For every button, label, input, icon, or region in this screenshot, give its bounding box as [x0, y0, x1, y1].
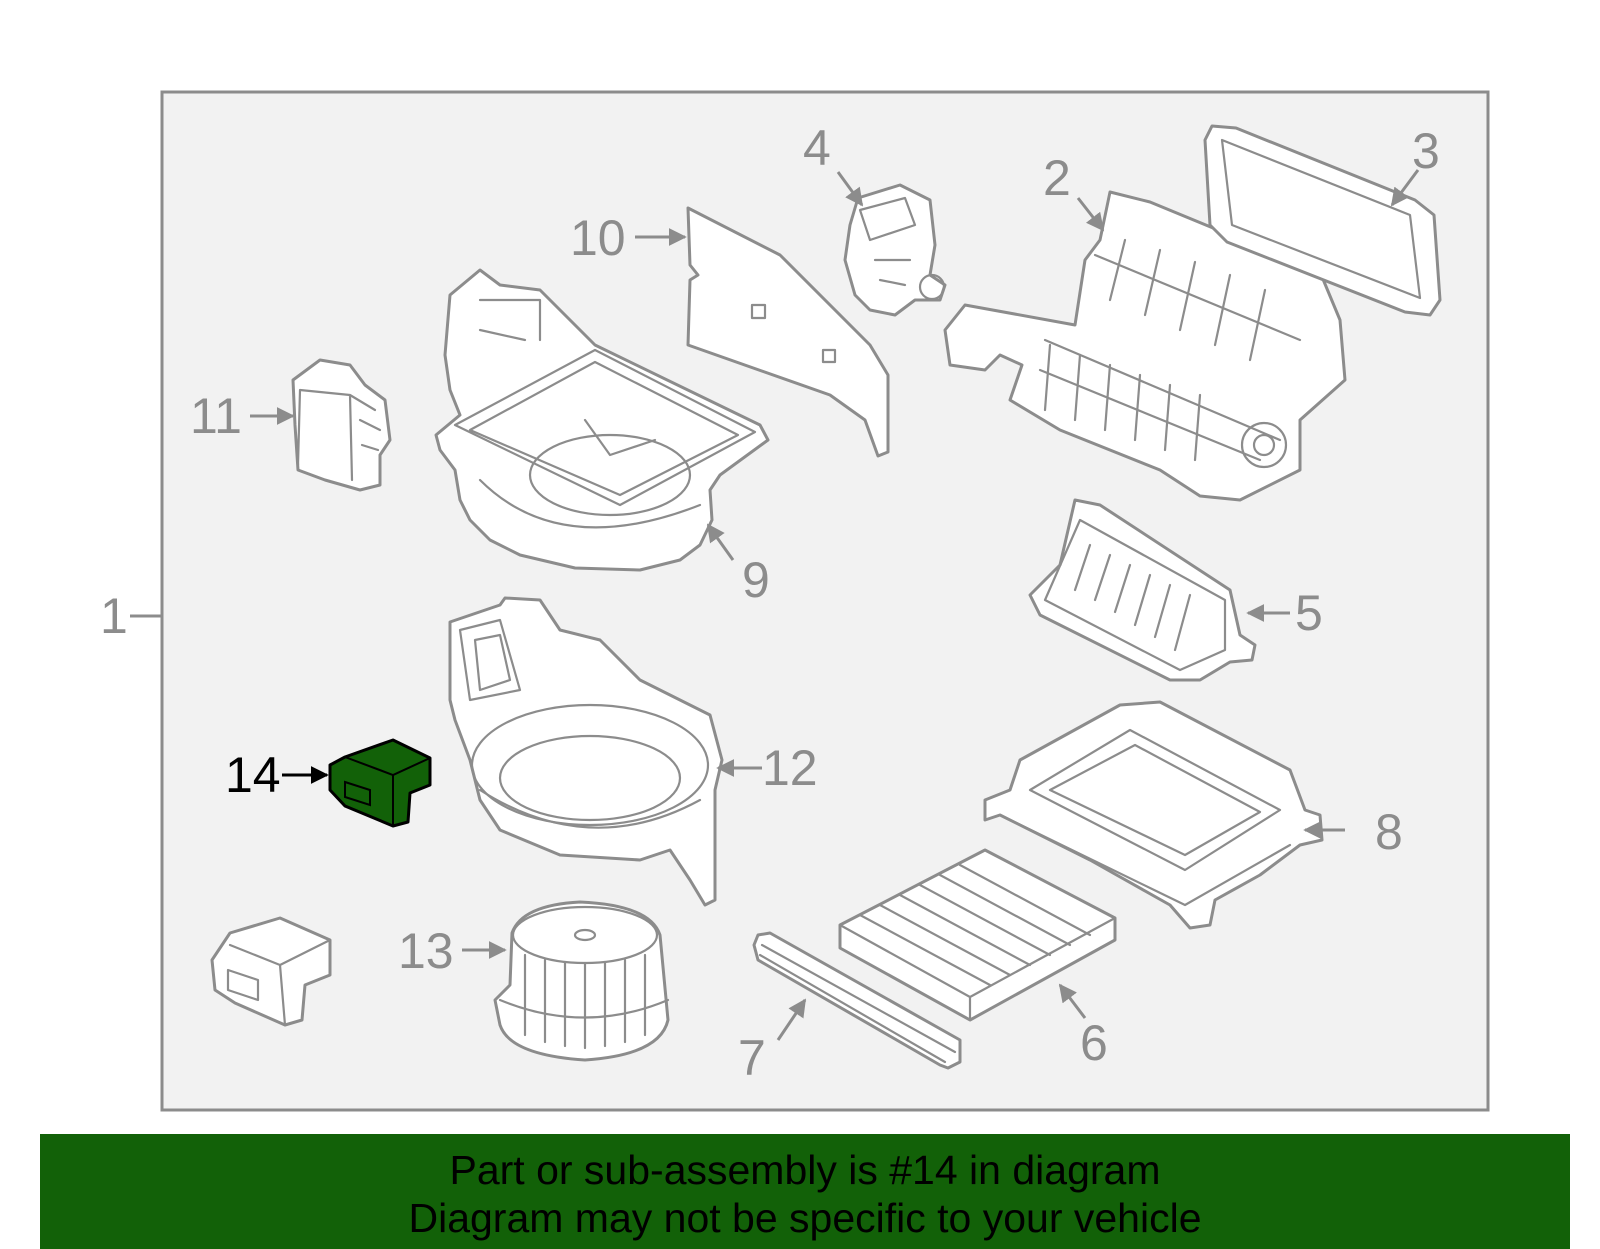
- part-10-duct-panel: [686, 206, 890, 458]
- callout-7: 7: [738, 1030, 766, 1086]
- callout-3-leader: [1390, 169, 1420, 207]
- callout-10: 10: [570, 210, 626, 266]
- callout-14: 14: [225, 747, 281, 803]
- resistor-outline: [210, 916, 332, 1027]
- callout-3: 3: [1412, 123, 1440, 179]
- info-banner: Part or sub-assembly is #14 in diagram D…: [40, 1134, 1570, 1249]
- part-14-blower-resistor: [328, 738, 432, 828]
- callout-2: 2: [1043, 150, 1071, 206]
- part-13-blower-motor: [493, 900, 670, 1062]
- callout-4: 4: [803, 120, 831, 176]
- callout-6-leader: [1058, 983, 1087, 1019]
- part-12-blower-housing: [448, 596, 724, 907]
- part-4-actuator: [843, 183, 947, 317]
- part-6-cabin-filter: [838, 848, 1117, 1022]
- part-9-blower-case: [434, 268, 770, 572]
- callout-6: 6: [1080, 1015, 1108, 1071]
- callout-9-leader: [706, 523, 735, 561]
- callout-12: 12: [762, 740, 818, 796]
- callout-4-leader: [836, 171, 864, 207]
- callout-9: 9: [742, 552, 770, 608]
- callout-13: 13: [398, 923, 454, 979]
- part-3-seal: [1203, 124, 1442, 317]
- callout-5: 5: [1295, 585, 1323, 641]
- callout-11: 11: [190, 388, 242, 444]
- part-5-air-door: [1028, 498, 1257, 682]
- banner-part-notice: Part or sub-assembly is #14 in diagram: [449, 1147, 1161, 1193]
- part-2-heater-case: [943, 190, 1347, 502]
- part-8-filter-housing: [983, 700, 1324, 930]
- part-7-air-guide: [752, 931, 962, 1070]
- callout-1: 1: [100, 588, 128, 644]
- callout-8: 8: [1375, 804, 1403, 860]
- callout-2-leader: [1076, 197, 1105, 232]
- banner-disclaimer: Diagram may not be specific to your vehi…: [408, 1195, 1202, 1241]
- callout-7-leader: [776, 998, 807, 1041]
- part-11-control-module: [291, 358, 392, 492]
